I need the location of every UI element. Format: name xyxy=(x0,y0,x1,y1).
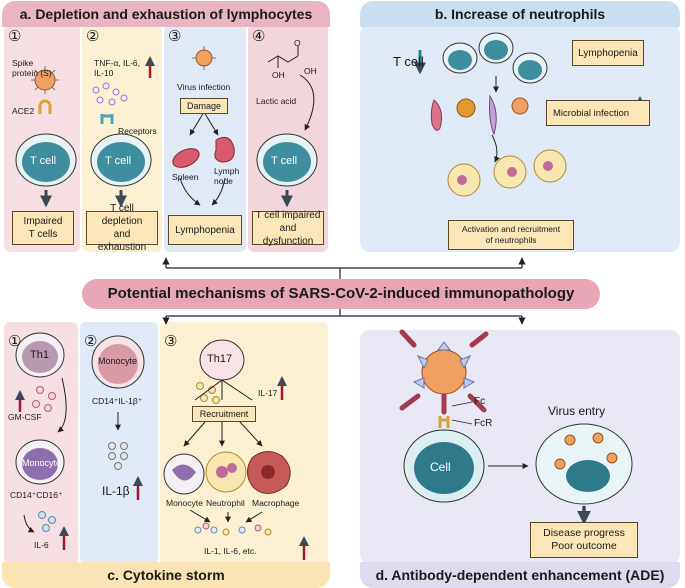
tcell-label-a2: T cell xyxy=(105,155,132,167)
number-1-a: ① xyxy=(8,28,22,45)
spleen-shape xyxy=(172,148,200,168)
monocyte-label-c1: Monocyte xyxy=(22,458,62,468)
tcell-a1 xyxy=(15,133,77,187)
monocyte-c3 xyxy=(163,453,205,495)
lactic-acid-label: Lactic acid xyxy=(256,96,297,106)
bacterium-3 xyxy=(489,94,497,136)
neutrophils-b xyxy=(447,149,567,197)
bacterium-2 xyxy=(456,98,476,118)
cell-label-d: Cell xyxy=(430,460,451,474)
cd14cd16-label: CD14⁺CD16⁺ xyxy=(10,490,63,500)
number-4-a: ④ xyxy=(252,28,266,45)
tcell-label-b: T cell xyxy=(393,54,424,69)
result-box-a1: Impaired T cells xyxy=(12,211,74,245)
oh-label-top: OH xyxy=(304,66,317,76)
result-box-a3: Lymphopenia xyxy=(168,215,242,245)
receptors-label: Receptors xyxy=(118,126,157,136)
cytokines-label-a2: TNF-α, IL-6, IL-10 xyxy=(94,58,140,78)
number-2-c: ② xyxy=(84,333,98,350)
result-box-a2: T cell depletion and exhaustion xyxy=(86,203,158,253)
spleen-label: Spleen xyxy=(172,172,199,182)
panel-d-title: d. Antibody-dependent enhancement (ADE) xyxy=(360,562,680,588)
activation-box: Activation and recruitment of neutrophil… xyxy=(448,220,574,250)
monocyte-c1 xyxy=(15,439,65,485)
number-3-a: ③ xyxy=(168,28,182,45)
tcell-label-a4: T cell xyxy=(271,155,298,167)
panel-b-title: b. Increase of neutrophils xyxy=(360,1,680,27)
damage-box: Damage xyxy=(180,98,228,114)
th1-label: Th1 xyxy=(30,349,49,361)
number-3-c: ③ xyxy=(164,333,178,350)
host-cell-d xyxy=(403,429,485,503)
macrophage-c3 xyxy=(247,451,291,494)
il17-label: IL-17 xyxy=(258,388,278,398)
virus-entry-label: Virus entry xyxy=(548,404,606,418)
number-1-c: ① xyxy=(8,333,22,350)
gmcsf-label: GM-CSF xyxy=(8,412,42,422)
recruitment-box: Recruitment xyxy=(192,406,256,422)
o-label: O xyxy=(294,38,301,48)
monocyte-c2 xyxy=(91,335,145,389)
microbial-infection-box: Microbial infection xyxy=(546,100,650,126)
il-etc-label: IL-1, IL-6, etc. xyxy=(204,546,257,556)
neutrophil-c3 xyxy=(205,451,247,493)
cd14il1b-label: CD14⁺IL-1β⁺ xyxy=(92,396,143,406)
neutrophil-label: Neutrophil xyxy=(206,498,245,508)
cytokine-dots-a2 xyxy=(92,82,128,106)
fcr-label: FcR xyxy=(474,418,493,429)
monocyte-label-c2: Monocyte xyxy=(98,356,138,366)
oh-label-bottom: OH xyxy=(272,70,285,80)
virus-infection-label: Virus infection xyxy=(177,82,231,92)
bacterium-1 xyxy=(430,99,442,131)
virus-b xyxy=(511,97,529,115)
th1-cell xyxy=(15,332,65,378)
tcell-a2 xyxy=(90,133,152,187)
panel-c-title: c. Cytokine storm xyxy=(2,562,330,588)
center-title: Potential mechanisms of SARS-CoV-2-induc… xyxy=(82,279,600,309)
ace2-label: ACE2 xyxy=(12,106,35,116)
th17-label: Th17 xyxy=(207,353,233,365)
result-box-a4: T cell impaired and dysfunction xyxy=(252,210,324,247)
fc-label: Fc xyxy=(474,396,486,407)
panel-a-title: a. Depletion and exhaustion of lymphocyt… xyxy=(2,1,330,27)
lymph-node-shape xyxy=(214,136,235,163)
virus-a1 xyxy=(31,66,59,114)
monocyte-label-c3: Monocyte xyxy=(166,498,203,508)
connector-arrows xyxy=(162,257,526,325)
lymphocytes-b xyxy=(442,32,548,84)
macrophage-label: Macrophage xyxy=(252,498,300,508)
lymphopenia-box-b: Lymphopenia xyxy=(572,40,644,66)
virus-antibody-complex xyxy=(399,329,489,415)
spike-label: Spike protein (S) xyxy=(12,58,52,78)
tcell-label-a1: T cell xyxy=(30,155,57,167)
lactic-acid-structure xyxy=(267,46,315,131)
number-2-a: ② xyxy=(86,28,100,45)
outcome-box: Disease progress Poor outcome xyxy=(530,522,638,558)
il6-label-c1: IL-6 xyxy=(34,540,49,550)
il1b-label: IL-1β xyxy=(102,484,130,498)
infected-cell-d xyxy=(535,423,633,505)
tcell-a4 xyxy=(256,133,318,187)
lymph-node-label: Lymph node xyxy=(214,166,240,186)
virus-a3 xyxy=(192,46,216,70)
